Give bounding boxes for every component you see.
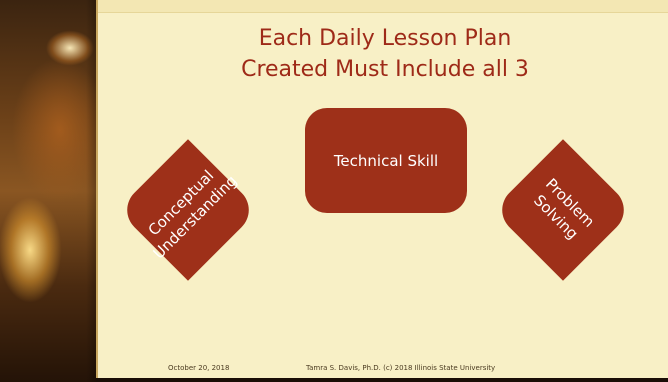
shape-label: Technical Skill <box>333 151 439 170</box>
left-divider <box>96 0 98 382</box>
shape-problem-solving: Problem Solving <box>492 139 634 281</box>
decorative-photo <box>0 0 96 382</box>
footer-date: October 20, 2018 <box>168 364 230 372</box>
slide-title-line1: Each Daily Lesson Plan <box>258 26 512 51</box>
footer-credit: Tamra S. Davis, Ph.D. (c) 2018 Illinois … <box>306 364 496 372</box>
top-band <box>96 0 668 13</box>
shape-technical-skill: Technical Skill <box>305 108 467 213</box>
slide-title-line2: Created Must Include all 3 <box>241 57 529 82</box>
shape-conceptual-understanding: Conceptual Understanding <box>117 139 259 281</box>
bottom-border <box>96 378 668 382</box>
